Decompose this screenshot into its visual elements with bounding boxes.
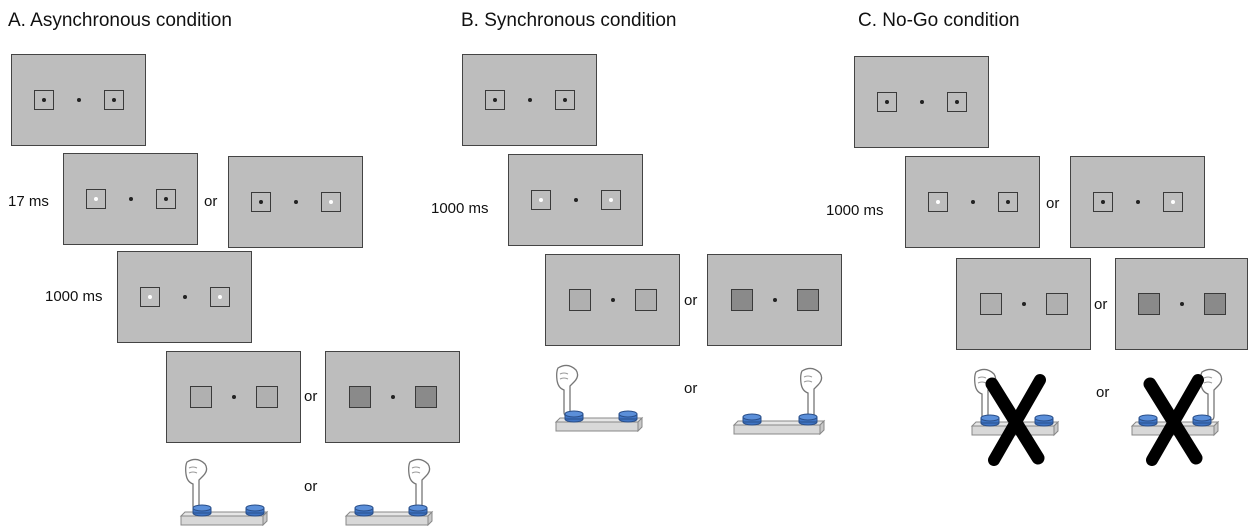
left-placeholder bbox=[139, 287, 160, 307]
a-cue-left-screen bbox=[63, 153, 198, 245]
a-or-1: or bbox=[204, 193, 218, 210]
right-target-light bbox=[634, 289, 657, 311]
b-both-cued-screen bbox=[508, 154, 643, 246]
a-both-cued-screen bbox=[117, 251, 252, 343]
a-label-1000ms: 1000 ms bbox=[45, 288, 103, 305]
left-placeholder bbox=[1092, 192, 1113, 212]
c-right-response bbox=[1128, 366, 1228, 466]
right-placeholder bbox=[600, 190, 621, 210]
a-fixation-screen bbox=[11, 54, 146, 146]
b-fixation-screen bbox=[462, 54, 597, 146]
b-label-1000ms: 1000 ms bbox=[431, 200, 489, 217]
pointing-hand-icon bbox=[554, 364, 644, 432]
c-label-1000ms: 1000 ms bbox=[826, 202, 884, 219]
response-box-icon bbox=[344, 504, 434, 526]
response-box-icon bbox=[732, 413, 826, 435]
b-light-target-screen bbox=[545, 254, 680, 346]
fixation-dot bbox=[919, 100, 924, 104]
pointing-hand-icon bbox=[970, 368, 1060, 466]
a-label-17ms: 17 ms bbox=[8, 193, 49, 210]
a-light-target-screen bbox=[166, 351, 301, 443]
right-placeholder bbox=[554, 90, 575, 110]
fixation-dot bbox=[231, 395, 236, 399]
no-go-cross-icon bbox=[1143, 374, 1204, 466]
c-or-2: or bbox=[1094, 296, 1108, 313]
fixation-dot bbox=[182, 295, 187, 299]
fixation-dot bbox=[610, 298, 615, 302]
a-or-3: or bbox=[304, 478, 318, 495]
right-placeholder bbox=[946, 92, 967, 112]
c-light-target-screen bbox=[956, 258, 1091, 350]
fixation-dot bbox=[1021, 302, 1026, 306]
a-left-response bbox=[175, 456, 275, 526]
right-target-light bbox=[1045, 293, 1068, 315]
left-placeholder bbox=[876, 92, 897, 112]
panel-c-title: C. No-Go condition bbox=[858, 10, 1020, 31]
right-placeholder bbox=[103, 90, 124, 110]
fixation-dot bbox=[527, 98, 532, 102]
panel-b-title: B. Synchronous condition bbox=[461, 10, 677, 31]
c-cue-left-screen bbox=[905, 156, 1040, 248]
left-placeholder bbox=[530, 190, 551, 210]
pointing-hand-icon bbox=[732, 367, 826, 435]
fixation-dot bbox=[390, 395, 395, 399]
c-or-1: or bbox=[1046, 195, 1060, 212]
fixation-dot bbox=[128, 197, 133, 201]
left-placeholder bbox=[250, 192, 271, 212]
left-placeholder bbox=[33, 90, 54, 110]
fixation-dot bbox=[76, 98, 81, 102]
fixation-dot bbox=[1179, 302, 1184, 306]
no-go-cross-icon bbox=[985, 374, 1046, 466]
panel-a-title: A. Asynchronous condition bbox=[8, 10, 232, 31]
pointing-hand-icon bbox=[179, 458, 269, 526]
left-placeholder bbox=[85, 189, 106, 209]
left-target-dark bbox=[730, 289, 753, 311]
b-dark-target-screen bbox=[707, 254, 842, 346]
left-target-light bbox=[189, 386, 212, 408]
left-target-light bbox=[568, 289, 591, 311]
a-cue-right-screen bbox=[228, 156, 363, 248]
a-or-2: or bbox=[304, 388, 318, 405]
c-or-3: or bbox=[1096, 384, 1110, 401]
b-or-2: or bbox=[684, 380, 698, 397]
right-placeholder bbox=[155, 189, 176, 209]
fixation-dot bbox=[1135, 200, 1140, 204]
right-target-dark bbox=[796, 289, 819, 311]
left-placeholder bbox=[484, 90, 505, 110]
c-left-response bbox=[968, 366, 1068, 466]
left-placeholder bbox=[927, 192, 948, 212]
response-box-icon bbox=[179, 504, 269, 526]
b-or-1: or bbox=[684, 292, 698, 309]
right-target-dark bbox=[414, 386, 437, 408]
left-target-dark bbox=[1137, 293, 1160, 315]
c-dark-target-screen bbox=[1115, 258, 1248, 350]
b-right-response bbox=[730, 365, 830, 435]
c-cue-right-screen bbox=[1070, 156, 1205, 248]
right-target-dark bbox=[1203, 293, 1226, 315]
fixation-dot bbox=[573, 198, 578, 202]
fixation-dot bbox=[772, 298, 777, 302]
right-target-light bbox=[255, 386, 278, 408]
response-box-icon bbox=[554, 410, 644, 432]
right-placeholder bbox=[1162, 192, 1183, 212]
fixation-dot bbox=[293, 200, 298, 204]
b-left-response bbox=[550, 362, 650, 432]
c-fixation-screen bbox=[854, 56, 989, 148]
right-placeholder bbox=[997, 192, 1018, 212]
left-target-light bbox=[979, 293, 1002, 315]
right-placeholder bbox=[209, 287, 230, 307]
right-placeholder bbox=[320, 192, 341, 212]
fixation-dot bbox=[970, 200, 975, 204]
a-right-response bbox=[340, 456, 440, 526]
a-dark-target-screen bbox=[325, 351, 460, 443]
pointing-hand-icon bbox=[1130, 368, 1223, 466]
left-target-dark bbox=[348, 386, 371, 408]
pointing-hand-icon bbox=[344, 458, 434, 526]
